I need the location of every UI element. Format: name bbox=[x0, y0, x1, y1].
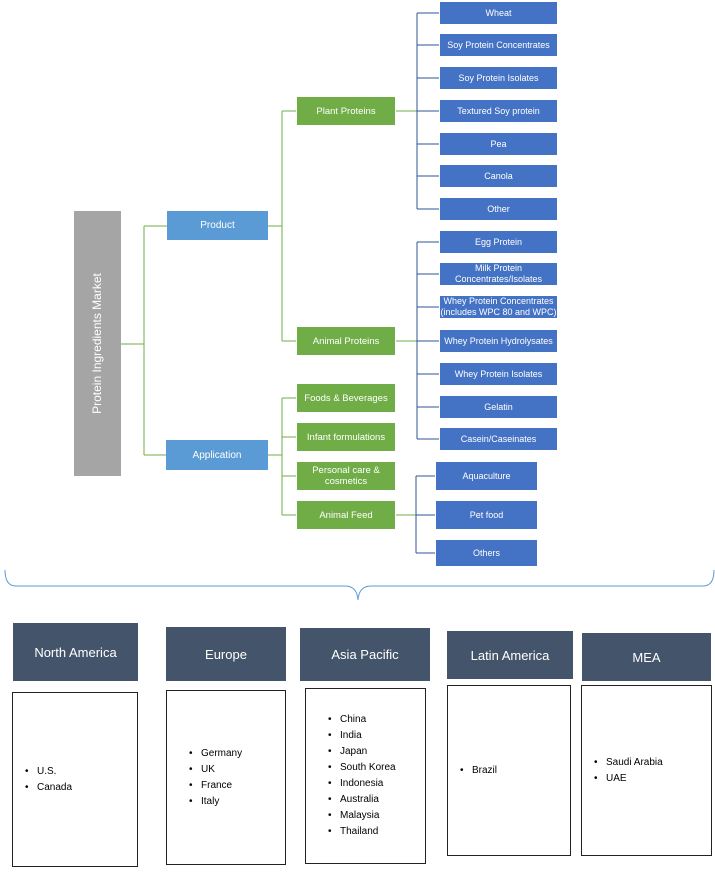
animal-item-node: Whey Protein Isolates bbox=[439, 362, 558, 386]
country-item: UK bbox=[189, 762, 285, 778]
region-countries: China India Japan South Korea Indonesia … bbox=[305, 688, 426, 864]
feed-item-node: Aquaculture bbox=[435, 461, 538, 491]
plant-proteins-node: Plant Proteins bbox=[296, 96, 396, 126]
app-label: Animal Feed bbox=[319, 509, 373, 521]
region-header: Europe bbox=[166, 627, 286, 681]
root-connector bbox=[121, 225, 167, 456]
root-node: Protein Ingredients Market bbox=[74, 211, 121, 476]
country-item: India bbox=[328, 728, 425, 744]
country-item: Saudi Arabia bbox=[594, 755, 711, 771]
plant-item-label: Textured Soy protein bbox=[457, 105, 540, 116]
feed-item-label: Pet food bbox=[469, 509, 504, 520]
app-label: Infant formulations bbox=[306, 431, 386, 443]
animal-proteins-label: Animal Proteins bbox=[312, 335, 380, 347]
animal-item-node: Egg Protein bbox=[439, 230, 558, 254]
country-item: Thailand bbox=[328, 824, 425, 840]
feed-branch-connector bbox=[415, 475, 435, 554]
application-label: Application bbox=[192, 449, 242, 461]
animal-item-label: Whey Protein Hydrolysates bbox=[444, 335, 553, 346]
region-countries: Saudi Arabia UAE bbox=[581, 685, 712, 856]
region-brace bbox=[4, 569, 715, 601]
plant-item-node: Textured Soy protein bbox=[439, 99, 558, 123]
app-label: Foods & Beverages bbox=[304, 392, 388, 404]
feed-item-label: Aquaculture bbox=[462, 470, 511, 481]
country-item: Germany bbox=[189, 746, 285, 762]
region-name: Latin America bbox=[470, 647, 550, 663]
country-item: Canada bbox=[25, 780, 137, 796]
app-node: Foods & Beverages bbox=[296, 383, 396, 413]
plant-item-label: Pea bbox=[490, 138, 507, 149]
feed-item-node: Others bbox=[435, 539, 538, 567]
animal-item-node: Milk Protein Concentrates/Isolates bbox=[439, 262, 558, 286]
animal-item-node: Casein/Caseinates bbox=[439, 427, 558, 451]
application-node: Application bbox=[166, 440, 268, 470]
country-item: France bbox=[189, 778, 285, 794]
plant-item-node: Soy Protein Isolates bbox=[439, 66, 558, 90]
animal-item-label: Whey Protein Concentrates (includes WPC … bbox=[440, 296, 557, 317]
country-item: U.S. bbox=[25, 764, 137, 780]
country-item: Malaysia bbox=[328, 808, 425, 824]
plant-item-label: Canola bbox=[484, 170, 513, 181]
region-countries: U.S. Canada bbox=[12, 692, 138, 867]
plant-item-node: Pea bbox=[439, 132, 558, 156]
plant-item-node: Soy Protein Concentrates bbox=[439, 33, 558, 57]
animal-proteins-node: Animal Proteins bbox=[296, 326, 396, 356]
animal-item-node: Whey Protein Concentrates (includes WPC … bbox=[439, 295, 558, 319]
region-header: MEA bbox=[582, 633, 711, 681]
region-header: North America bbox=[13, 623, 138, 681]
plant-branch-connector bbox=[416, 12, 439, 210]
animal-item-node: Whey Protein Hydrolysates bbox=[439, 329, 558, 353]
root-label: Protein Ingredients Market bbox=[90, 273, 104, 414]
country-item: Australia bbox=[328, 792, 425, 808]
plant-item-node: Canola bbox=[439, 164, 558, 188]
region-countries: Germany UK France Italy bbox=[166, 690, 286, 865]
country-item: Brazil bbox=[460, 763, 570, 779]
region-header: Latin America bbox=[447, 631, 573, 679]
country-item: Japan bbox=[328, 744, 425, 760]
country-item: China bbox=[328, 712, 425, 728]
region-countries: Brazil bbox=[447, 685, 571, 856]
region-name: MEA bbox=[632, 649, 661, 665]
plant-item-node: Other bbox=[439, 197, 558, 221]
country-item: Italy bbox=[189, 794, 285, 810]
app-label: Personal care & cosmetics bbox=[312, 465, 380, 487]
region-name: North America bbox=[34, 644, 117, 660]
product-label: Product bbox=[200, 220, 235, 231]
animal-item-label: Milk Protein Concentrates/Isolates bbox=[454, 263, 543, 284]
protein-stub-connector bbox=[396, 110, 417, 342]
animal-item-label: Casein/Caseinates bbox=[460, 433, 537, 444]
product-connector bbox=[268, 110, 296, 342]
plant-item-label: Wheat bbox=[485, 7, 512, 18]
feed-item-label: Others bbox=[472, 547, 500, 558]
feed-item-node: Pet food bbox=[435, 500, 538, 530]
plant-item-label: Other bbox=[487, 203, 510, 214]
animal-item-label: Whey Protein Isolates bbox=[454, 368, 543, 379]
app-node: Personal care & cosmetics bbox=[296, 461, 396, 491]
country-item: South Korea bbox=[328, 760, 425, 776]
app-node: Infant formulations bbox=[296, 422, 396, 452]
plant-item-label: Soy Protein Isolates bbox=[458, 72, 539, 83]
application-connector bbox=[268, 397, 296, 516]
animal-branch-connector bbox=[416, 241, 439, 440]
country-item: UAE bbox=[594, 771, 711, 787]
product-node: Product bbox=[167, 211, 268, 240]
plant-item-label: Soy Protein Concentrates bbox=[447, 39, 550, 50]
plant-item-node: Wheat bbox=[439, 1, 558, 25]
region-name: Asia Pacific bbox=[331, 647, 399, 662]
animal-item-label: Gelatin bbox=[484, 401, 513, 412]
app-node: Animal Feed bbox=[296, 500, 396, 530]
region-name: Europe bbox=[205, 646, 247, 662]
animal-item-label: Egg Protein bbox=[474, 236, 523, 247]
country-item: Indonesia bbox=[328, 776, 425, 792]
animal-item-node: Gelatin bbox=[439, 395, 558, 419]
region-header: Asia Pacific bbox=[300, 628, 430, 681]
plant-proteins-label: Plant Proteins bbox=[316, 105, 376, 117]
